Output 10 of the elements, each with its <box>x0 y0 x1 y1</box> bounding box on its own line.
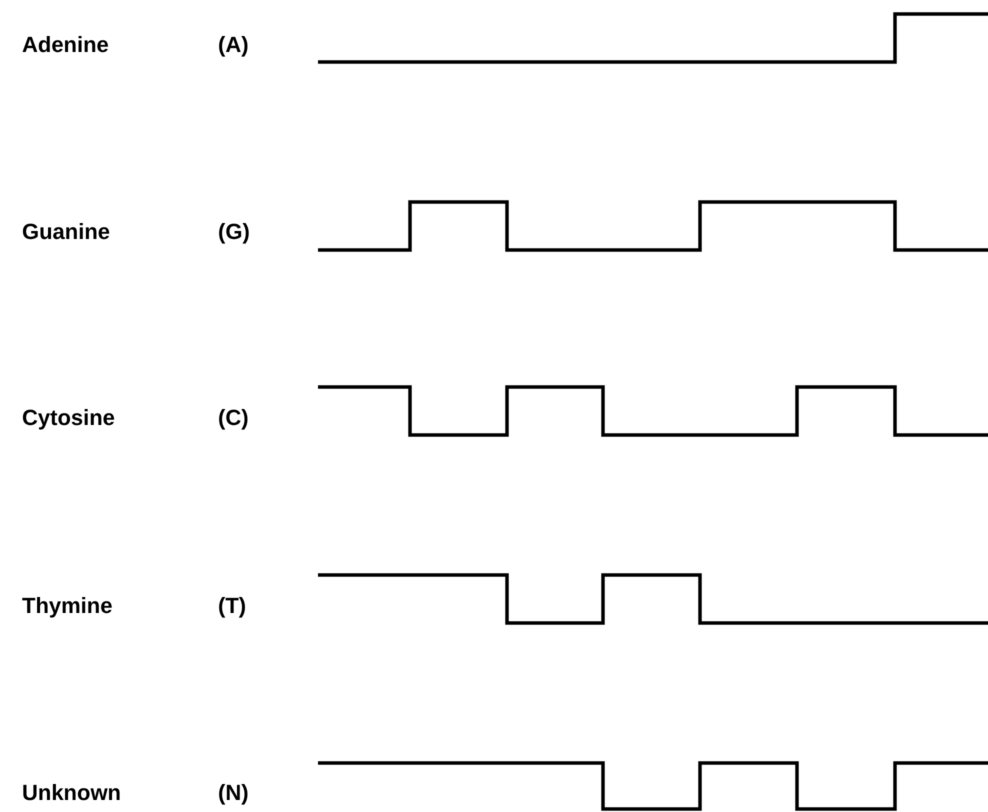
signal-code: (N) <box>218 782 249 804</box>
signal-name: Guanine <box>22 221 110 243</box>
signal-code: (T) <box>218 595 246 617</box>
signal-code: (G) <box>218 221 250 243</box>
signal-code: (A) <box>218 34 249 56</box>
signal-name: Cytosine <box>22 407 115 429</box>
signal-name: Adenine <box>22 34 109 56</box>
signal-name: Unknown <box>22 782 121 804</box>
signal-code: (C) <box>218 407 249 429</box>
signal-name: Thymine <box>22 595 112 617</box>
